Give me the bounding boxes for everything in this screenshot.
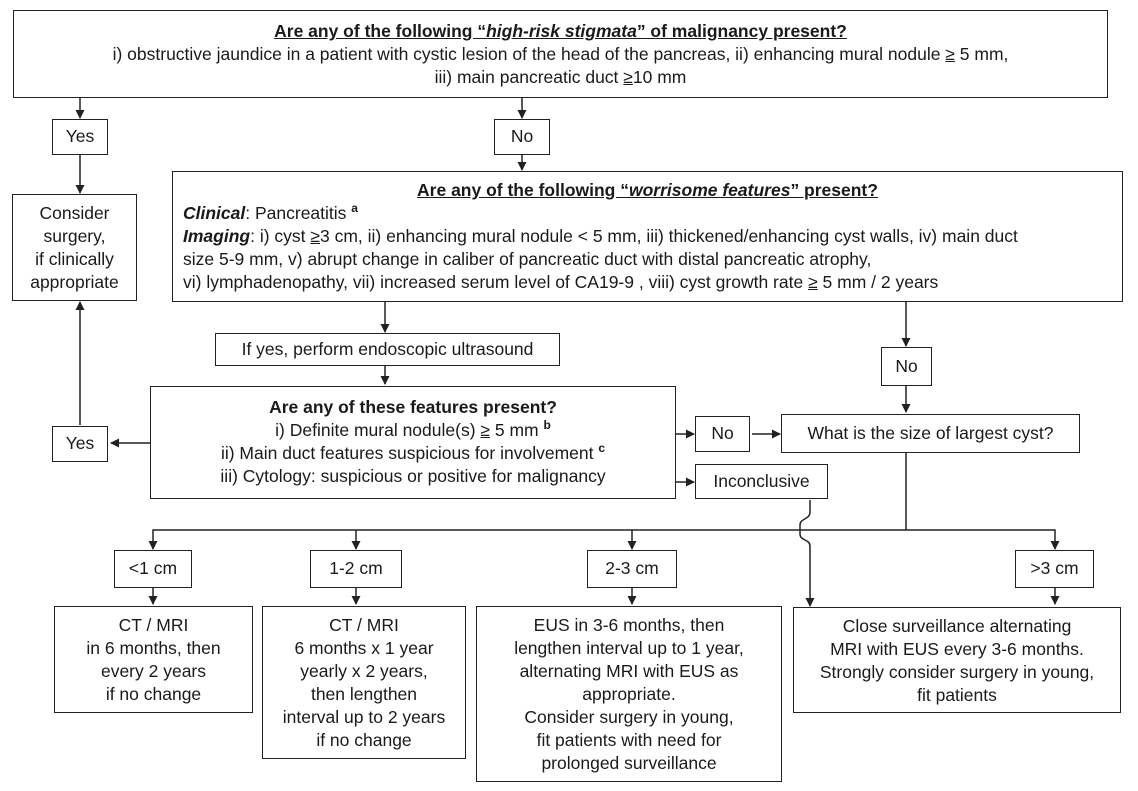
worrisome-features-box: Are any of the following “worrisome feat… [172, 171, 1123, 302]
worrisome-imaging-3: vi) lymphadenopathy, vii) increased seru… [183, 272, 939, 292]
consider-surgery-line-1: Consider [39, 203, 110, 223]
rec-lt1-line-3: every 2 years [100, 661, 207, 681]
rec-gt3-line-4: fit patients [917, 685, 997, 705]
worrisome-imaging-2: size 5-9 mm, v) abrupt change in caliber… [183, 249, 872, 269]
rec-2-3-line-3: alternating MRI with EUS as [519, 661, 739, 681]
yes-top-box: Yes [52, 119, 108, 155]
arrow-to-gt3 [906, 529, 1060, 550]
rec-2-3-line-6: fit patients with need for [536, 730, 722, 750]
consider-surgery-box: Consider surgery, if clinically appropri… [12, 194, 137, 301]
rec-gt3-box: Close surveillance alternating MRI with … [793, 607, 1121, 713]
no-mid-box: No [695, 416, 750, 452]
features-title: Are any of these features present? [269, 397, 557, 417]
rec-gt3-line-3: Strongly consider surgery in young, [819, 662, 1095, 682]
rec-lt1-line-2: in 6 months, then [86, 638, 221, 658]
rec-1-2-line-2: 6 months x 1 year [294, 638, 434, 658]
worrisome-clinical: Clinical: Pancreatitis a [183, 201, 358, 223]
rec-gt3-line-2: MRI with EUS every 3-6 months. [830, 639, 1084, 659]
rec-1-2-line-4: then lengthen [310, 684, 418, 704]
inconclusive-box: Inconclusive [695, 464, 828, 499]
high-risk-title: Are any of the following “high-risk stig… [274, 21, 847, 41]
consider-surgery-line-3: if clinically [35, 249, 114, 269]
feature-item-1: i) Definite mural nodule(s) ≥ 5 mm b [275, 418, 551, 440]
arrow-inconclusive-to-surveillance [799, 500, 815, 607]
rec-lt1-box: CT / MRI in 6 months, then every 2 years… [54, 606, 253, 713]
size-lt1-box: <1 cm [114, 550, 192, 588]
size-gt3-box: >3 cm [1015, 550, 1094, 588]
rec-1-2-line-3: yearly x 2 years, [300, 661, 428, 681]
high-risk-line-2: iii) main pancreatic duct ≥10 mm [434, 67, 687, 87]
rec-1-2-box: CT / MRI 6 months x 1 year yearly x 2 ye… [262, 606, 466, 759]
rec-lt1-line-1: CT / MRI [118, 615, 189, 635]
size-1-2-box: 1-2 cm [310, 550, 402, 588]
no-top-box: No [494, 119, 550, 155]
rec-1-2-line-1: CT / MRI [329, 615, 399, 635]
rec-2-3-line-5: Consider surgery in young, [524, 707, 734, 727]
rec-2-3-line-1: EUS in 3-6 months, then [533, 615, 725, 635]
yes-left-box: Yes [52, 426, 108, 462]
high-risk-stigmata-box: Are any of the following “high-risk stig… [13, 10, 1108, 98]
rec-2-3-line-2: lengthen interval up to 1 year, [514, 638, 744, 658]
no-right-box: No [881, 347, 932, 386]
consider-surgery-line-4: appropriate [30, 272, 119, 292]
consider-surgery-line-2: surgery, [43, 226, 106, 246]
rec-gt3-line-1: Close surveillance alternating [842, 616, 1072, 636]
high-risk-line-1: i) obstructive jaundice in a patient wit… [112, 44, 1009, 64]
rec-lt1-line-4: if no change [105, 684, 202, 704]
worrisome-title: Are any of the following “worrisome feat… [417, 180, 878, 200]
eus-prompt-box: If yes, perform endoscopic ultrasound [215, 333, 560, 366]
size-2-3-box: 2-3 cm [587, 550, 677, 588]
worrisome-imaging-1: Imaging: i) cyst ≥3 cm, ii) enhancing mu… [183, 226, 1018, 246]
features-present-box: Are any of these features present? i) De… [150, 386, 676, 499]
feature-item-2: ii) Main duct features suspicious for in… [220, 441, 606, 463]
feature-item-3: iii) Cytology: suspicious or positive fo… [220, 466, 606, 486]
size-question-box: What is the size of largest cyst? [781, 414, 1080, 453]
rec-2-3-line-4: appropriate. [582, 684, 676, 704]
rec-2-3-box: EUS in 3-6 months, then lengthen interva… [476, 606, 782, 782]
rec-1-2-line-5: interval up to 2 years [282, 707, 446, 727]
rec-2-3-line-7: prolonged surveillance [541, 753, 717, 773]
rec-1-2-line-6: if no change [316, 730, 412, 750]
